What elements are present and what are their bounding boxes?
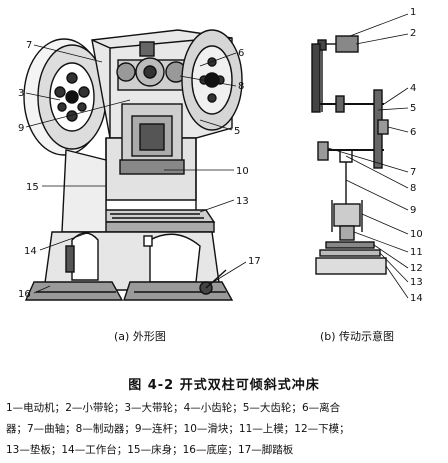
label-12-right: 12	[410, 263, 423, 274]
transmission-schematic	[311, 13, 409, 299]
legend-item: 2—小带轮；	[65, 402, 125, 414]
caption-b: (b) 传动示意图	[320, 329, 394, 343]
label-8-left: 8	[238, 81, 244, 92]
legend-item: 3—大带轮；	[124, 402, 184, 414]
pulley-large-drawing	[311, 43, 321, 113]
label-13-left: 13	[236, 196, 249, 207]
label-9-left: 9	[18, 123, 24, 134]
label-14-right: 14	[410, 293, 423, 304]
label-16-left: 16	[18, 289, 31, 300]
label-10-left: 10	[236, 166, 249, 177]
work-table-drawing	[95, 209, 216, 233]
label-3-left: 3	[18, 88, 24, 99]
right-view-labels: 1 2 4 5 6 7 8 9 10 11 12 13 14	[410, 7, 423, 304]
bed-base-drawing	[24, 149, 234, 301]
motor-drawing	[335, 35, 359, 53]
label-11-right: 11	[410, 247, 423, 258]
label-10-right: 10	[410, 229, 423, 240]
foot-pedal-drawing	[199, 269, 227, 295]
label-8-right: 8	[410, 183, 416, 194]
label-17-left: 17	[248, 256, 261, 267]
label-9-right: 9	[410, 205, 416, 216]
label-4-right: 4	[410, 83, 416, 94]
label-6-left: 6	[238, 48, 244, 59]
label-15-left: 15	[26, 182, 39, 193]
label-6-right: 6	[410, 127, 416, 138]
legend-item: 13—垫板；14—工作台；15—床身；16—底座；17—脚踏板	[6, 444, 294, 456]
legend-item: 器；7—曲轴；8—制动器；9—连杆；10—滑块；11—上模；12—下模；	[6, 423, 350, 435]
legend-item: 5—大齿轮；	[242, 402, 302, 414]
legend-item: 4—小齿轮；	[183, 402, 243, 414]
legend-item: 6—离合	[301, 402, 341, 414]
label-5-right: 5	[410, 103, 416, 114]
label-5-left: 5	[234, 126, 240, 137]
legend-item: 1—电动机；	[6, 402, 66, 414]
label-7-left: 7	[26, 40, 32, 51]
press-frame-drawing	[105, 103, 197, 210]
left-leader-lines	[25, 44, 247, 294]
label-13-right: 13	[410, 277, 423, 288]
legend: 1—电动机；2—小带轮；3—大带轮；4—小齿轮；5—大齿轮；6—离合 器；7—曲…	[6, 398, 442, 461]
large-pulley-drawing	[23, 38, 107, 156]
slide-drawing	[333, 203, 361, 227]
label-14-left: 14	[24, 246, 37, 257]
label-7-right: 7	[410, 167, 416, 178]
label-2-right: 2	[410, 28, 416, 39]
figure-caption: 图 4-2 开式双柱可倾斜式冲床	[128, 378, 320, 393]
label-1-right: 1	[410, 7, 416, 18]
caption-a: (a) 外形图	[114, 330, 166, 343]
gear-drawing	[181, 29, 243, 131]
left-view-labels: 7 3 9 15 14 16 6 8 5 10 13 17	[18, 40, 261, 300]
press-external-view	[23, 29, 247, 301]
right-leader-lines	[327, 13, 409, 299]
